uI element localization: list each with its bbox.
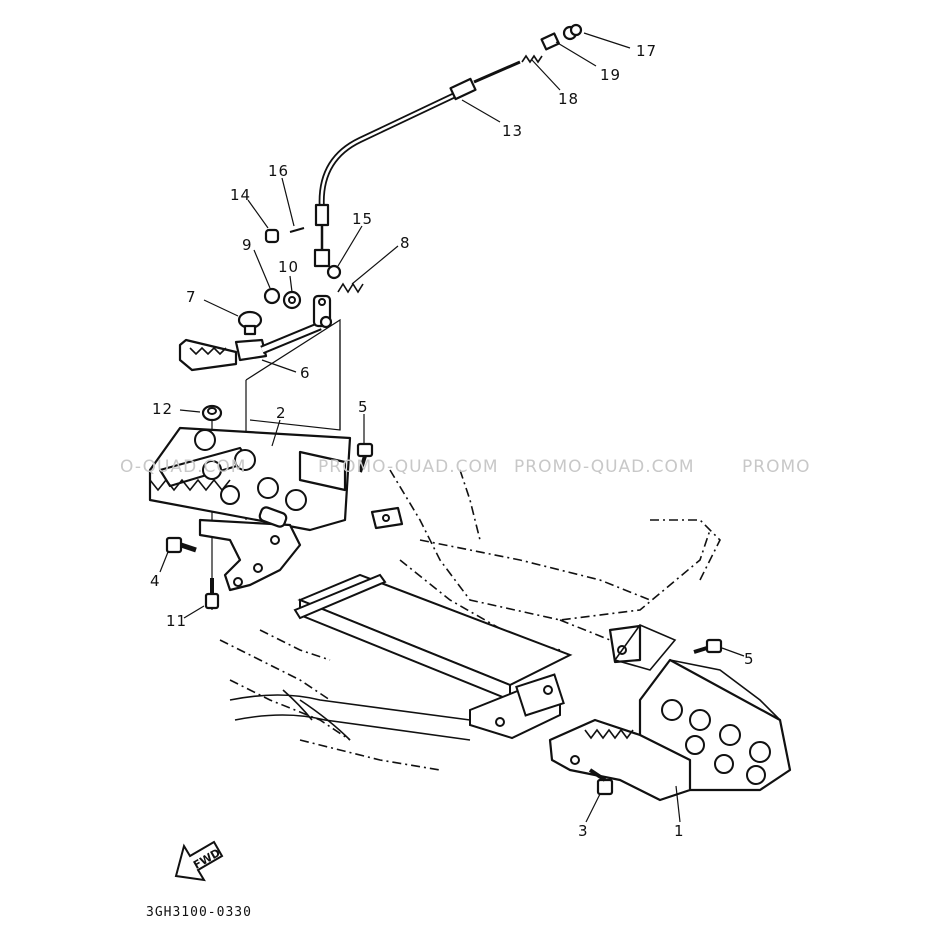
bolt-5-right	[693, 638, 723, 654]
callout-12: 12	[152, 400, 173, 418]
callout-5-right: 5	[744, 650, 755, 668]
brake-pedal-6	[178, 294, 333, 372]
callout-14: 14	[230, 186, 251, 204]
cable-spring-18	[521, 54, 543, 64]
bolt-3	[588, 768, 614, 796]
callout-7: 7	[186, 288, 197, 306]
callout-10: 10	[278, 258, 299, 276]
callout-17: 17	[636, 42, 657, 60]
callout-5-left: 5	[358, 398, 369, 416]
drawing-code: 3GH3100-0330	[146, 905, 252, 920]
nut-12	[201, 404, 223, 422]
cable-joint-19	[540, 32, 560, 51]
watermark-1: O-QUAD.COM	[120, 457, 246, 477]
callout-13: 13	[502, 122, 523, 140]
bolt-4	[165, 536, 197, 554]
callout-11: 11	[166, 612, 187, 630]
callout-1: 1	[674, 822, 685, 840]
watermark-4: PROMO	[742, 457, 811, 477]
callout-18: 18	[558, 90, 579, 108]
washer-9	[263, 287, 281, 305]
callout-19: 19	[600, 66, 621, 84]
cap-7	[237, 310, 263, 336]
callout-9: 9	[242, 236, 253, 254]
callout-8: 8	[400, 234, 411, 252]
washer-15	[326, 264, 342, 280]
watermark-3: PROMO-QUAD.COM	[514, 457, 695, 477]
watermark-2: PROMO-QUAD.COM	[318, 457, 499, 477]
bushing-10	[282, 290, 302, 310]
callout-2: 2	[276, 404, 287, 422]
brake-cable	[313, 60, 521, 268]
cotter-pin-16	[289, 227, 305, 233]
callout-15: 15	[352, 210, 373, 228]
leader-lines	[159, 32, 745, 823]
fwd-arrow-icon: FWD	[174, 840, 224, 882]
bolt-5-left	[356, 442, 374, 473]
callout-labels: 17 19 18 13 16 14 15 8 9 10 7 6 12 2 5 4…	[150, 42, 755, 840]
bolt-11	[204, 578, 220, 610]
frame-crossmember	[293, 573, 573, 740]
frame-tubes	[229, 689, 471, 741]
pin-14	[264, 228, 280, 244]
watermark-row: O-QUAD.COM PROMO-QUAD.COM PROMO-QUAD.COM…	[120, 457, 811, 477]
spring-8	[337, 282, 364, 294]
callout-4: 4	[150, 572, 161, 590]
callout-6: 6	[300, 364, 311, 382]
callout-16: 16	[268, 162, 289, 180]
cable-nut-17	[562, 23, 583, 41]
callout-3: 3	[578, 822, 589, 840]
right-footrest-bracket-1	[548, 658, 792, 802]
frame-brackets	[370, 506, 677, 671]
left-footrest-bracket-2	[148, 426, 352, 592]
